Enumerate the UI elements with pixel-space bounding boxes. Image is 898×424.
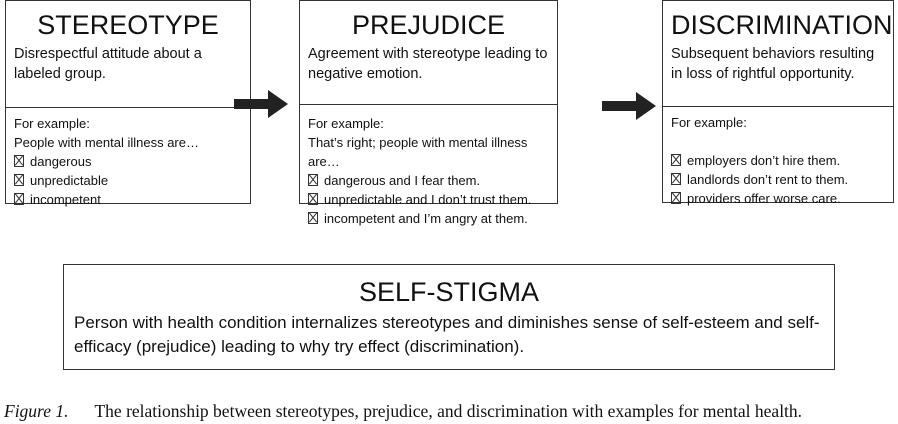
discrimination-box: DISCRIMINATION Subsequent behaviors resu… [662, 0, 894, 206]
list-item: incompetent and I’m angry at them. [308, 209, 549, 228]
box-title: PREJUDICE [351, 10, 506, 40]
discrimination-examples: For example: employers don’t hire them. … [663, 107, 893, 214]
stereotype-examples: For example: People with mental illness … [6, 108, 250, 215]
list-item: dangerous [14, 152, 242, 171]
list-item: landlords don’t rent to them. [671, 170, 885, 189]
arrow-right-icon [602, 92, 656, 120]
box-description: Disrespectful attitude about a labeled g… [14, 46, 202, 82]
list-item: unpredictable and I don’t trust them. [308, 190, 549, 209]
bullet-icon [14, 155, 24, 167]
self-stigma-description: Person with health condition internalize… [74, 313, 820, 356]
list-item: unpredictable [14, 171, 242, 190]
example-lead: That’s right; people with mental illness… [308, 135, 528, 169]
bullet-icon [308, 193, 318, 205]
example-label: For example: [14, 116, 90, 131]
figure-caption: Figure 1. The relationship between stereo… [4, 401, 802, 422]
bullet-icon [14, 174, 24, 186]
bullet-icon [671, 173, 681, 185]
bullet-icon [308, 212, 318, 224]
prejudice-header: PREJUDICE Agreement with stereotype lead… [300, 10, 557, 105]
box-description: Subsequent behaviors resulting in loss o… [671, 46, 875, 82]
self-stigma-box: SELF-STIGMA Person with health condition… [63, 264, 835, 370]
caption-label: Figure 1. [4, 401, 69, 421]
example-lead: People with mental illness are… [14, 135, 199, 150]
prejudice-box: PREJUDICE Agreement with stereotype lead… [299, 0, 558, 226]
arrow-right-icon [234, 90, 288, 118]
caption-text: The relationship between stereotypes, pr… [94, 401, 803, 421]
box-description: Agreement with stereotype leading to neg… [308, 46, 548, 82]
bullet-icon [308, 174, 318, 186]
box-title: STEREOTYPE [37, 10, 219, 40]
list-item: incompetent [14, 190, 242, 209]
list-item: dangerous and I fear them. [308, 171, 549, 190]
bullet-icon [671, 154, 681, 166]
stereotype-box: STEREOTYPE Disrespectful attitude about … [5, 0, 251, 207]
bullet-icon [14, 193, 24, 205]
spacer [671, 132, 885, 151]
discrimination-header: DISCRIMINATION Subsequent behaviors resu… [663, 10, 893, 107]
prejudice-examples: For example: That’s right; people with m… [300, 105, 557, 234]
list-item: providers offer worse care. [671, 189, 885, 208]
example-label: For example: [671, 115, 747, 130]
self-stigma-title: SELF-STIGMA [358, 277, 540, 307]
bullet-icon [671, 192, 681, 204]
list-item: employers don’t hire them. [671, 151, 885, 170]
example-label: For example: [308, 116, 384, 131]
box-title: DISCRIMINATION [671, 10, 893, 40]
stereotype-header: STEREOTYPE Disrespectful attitude about … [6, 10, 250, 108]
